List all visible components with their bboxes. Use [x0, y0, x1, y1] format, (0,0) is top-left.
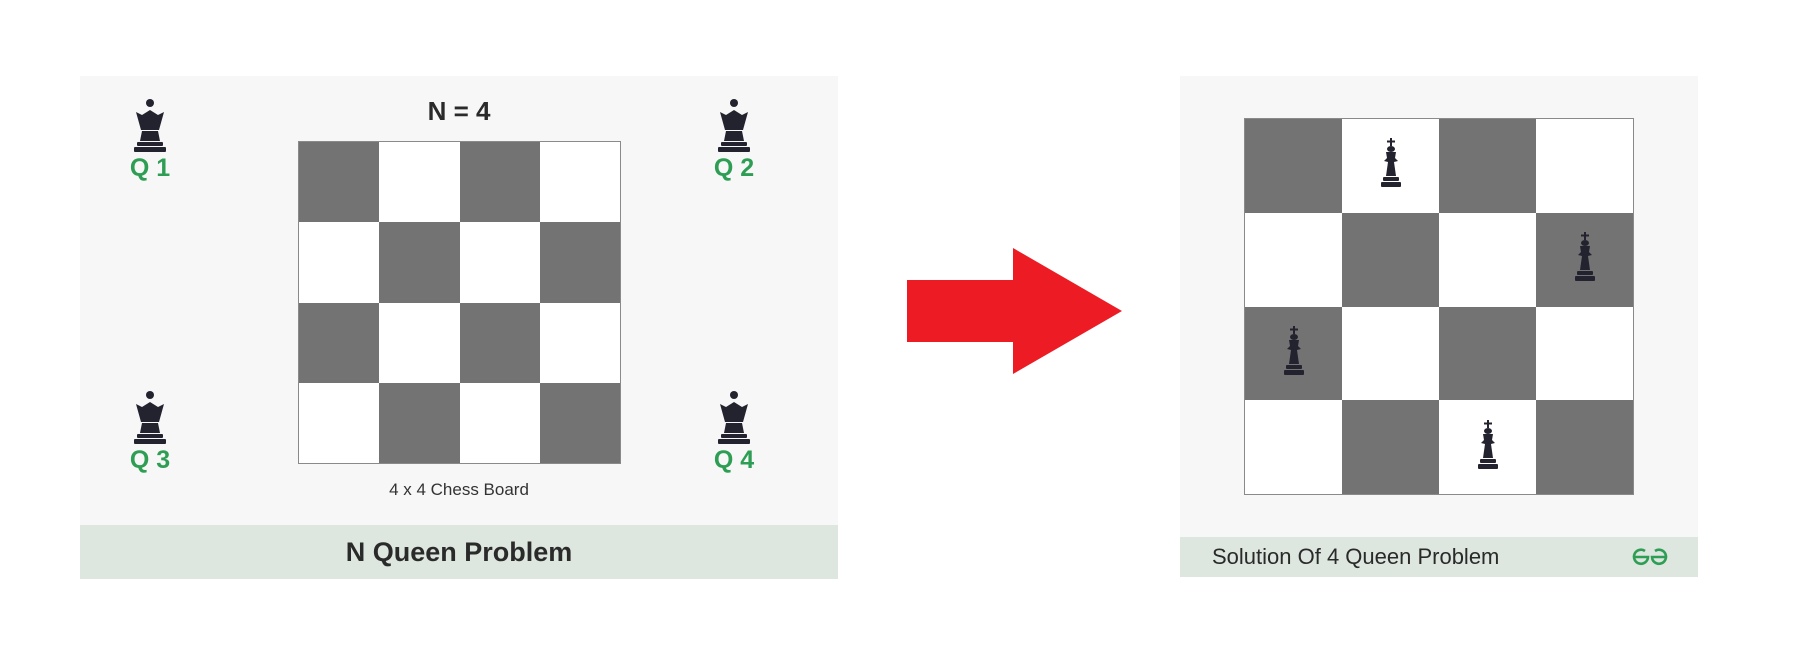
king-icon: [1572, 232, 1598, 287]
board-cell: [459, 302, 540, 383]
board-cell: [1245, 400, 1342, 494]
board-cell: [1342, 400, 1439, 494]
board-cell: [539, 222, 620, 303]
board-cell: [1536, 212, 1633, 307]
problem-panel: N = 4 Q 1 Q 2 Q 3 Q 4 4 x 4 Chess Board …: [80, 76, 838, 579]
board-cell: [299, 302, 380, 383]
queen-q2: Q 2: [704, 98, 764, 183]
queen-icon: [120, 390, 180, 444]
board-cell: [539, 382, 620, 463]
board-cell: [379, 222, 460, 303]
board-cell: [379, 382, 460, 463]
n-value-label: N = 4: [427, 96, 491, 126]
board-cell: [299, 382, 380, 463]
board-cell: [1439, 212, 1536, 307]
board-cell: [1245, 119, 1342, 213]
queen-q1: Q 1: [120, 98, 180, 183]
gfg-logo-icon: [1632, 546, 1668, 573]
board-cell: [1245, 212, 1342, 307]
queen-q3: Q 3: [120, 390, 180, 475]
board-cell: [379, 302, 460, 383]
board-cell: [1536, 306, 1633, 401]
queen-label: Q 3: [129, 446, 171, 474]
board-caption: 4 x 4 Chess Board: [389, 480, 529, 499]
board-cell: [1342, 212, 1439, 307]
board-cell: [1439, 306, 1536, 401]
queen-q4: Q 4: [704, 390, 764, 475]
king-icon: [1475, 419, 1501, 475]
solution-footer-title: Solution Of 4 Queen Problem: [1212, 544, 1500, 569]
king-icon: [1281, 325, 1307, 381]
board-cell: [299, 142, 380, 223]
solution-footer: Solution Of 4 Queen Problem: [1180, 537, 1698, 577]
king-icon: [1378, 138, 1404, 193]
solution-panel: Solution Of 4 Queen Problem: [1180, 76, 1698, 577]
queen-icon: [704, 98, 764, 152]
board-cell: [1439, 400, 1536, 494]
queen-label: Q 1: [129, 154, 171, 182]
problem-footer-title: N Queen Problem: [80, 525, 838, 579]
board-cell: [459, 142, 540, 223]
board-cell: [1342, 119, 1439, 213]
queen-icon: [704, 390, 764, 444]
queen-label: Q 4: [713, 446, 755, 474]
board-cell: [1439, 119, 1536, 213]
board-cell: [1245, 306, 1342, 401]
board-cell: [1342, 306, 1439, 401]
chess-board-empty: [298, 141, 621, 464]
board-cell: [459, 382, 540, 463]
board-cell: [299, 222, 380, 303]
board-cell: [1536, 400, 1633, 494]
board-cell: [379, 142, 460, 223]
board-cell: [459, 222, 540, 303]
queen-label: Q 2: [713, 154, 755, 182]
queen-icon: [120, 98, 180, 152]
right-arrow-icon: [906, 246, 1124, 381]
board-cell: [539, 302, 620, 383]
board-cell: [1536, 119, 1633, 213]
board-cell: [539, 142, 620, 223]
chess-board-solution: [1244, 118, 1634, 495]
